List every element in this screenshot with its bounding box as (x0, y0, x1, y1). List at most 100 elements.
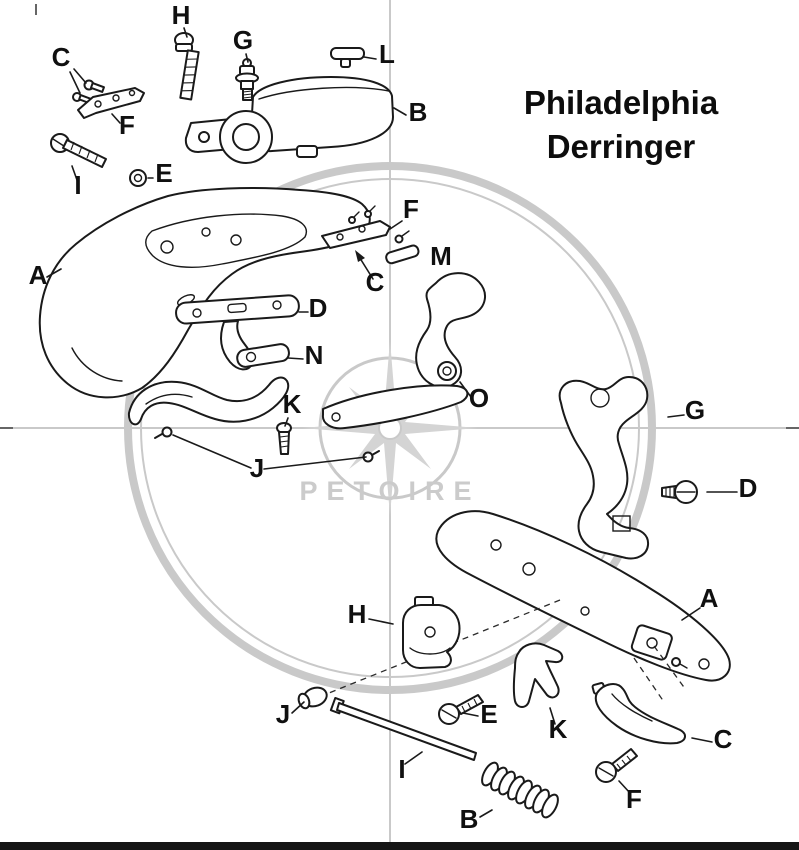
callout-g-hammer: G (685, 395, 705, 425)
washer-hole (133, 173, 143, 183)
thread-hatch (94, 153, 99, 163)
callout-letters: H C G L F B I E A F M C D N K O J G D A … (29, 0, 758, 834)
leader-line (667, 414, 685, 418)
part-escutcheon-plate (77, 87, 145, 119)
sear-outline (512, 642, 564, 708)
thread-hatch (70, 141, 75, 151)
part-sear-bar (236, 343, 290, 368)
callout-o-spring: O (469, 383, 489, 413)
leader-line (368, 618, 394, 625)
bottom-border-bar (0, 842, 799, 850)
inlet-hole (160, 240, 174, 254)
pin-body (385, 244, 420, 265)
plate-hole (112, 94, 120, 102)
part-cap (297, 686, 328, 710)
rod-shaft (336, 702, 477, 761)
part-hammer-screw (661, 480, 698, 504)
leader-line (393, 107, 407, 116)
plate-slot (227, 302, 247, 314)
part-nipple (235, 58, 259, 101)
part-sear-screw (438, 694, 484, 725)
part-washer (129, 169, 147, 187)
plate-hole (490, 539, 502, 551)
part-lock-plate (435, 510, 731, 682)
callout-c-mid: C (366, 267, 385, 297)
tiny-screw-shaft (401, 230, 410, 237)
callout-a-lockplate: A (700, 583, 719, 613)
leader-line (459, 381, 472, 398)
callout-c-top-left: C (52, 42, 71, 72)
thread-hatch (280, 445, 289, 448)
leader-lines (46, 27, 738, 818)
part-escutcheon-mid (321, 205, 410, 249)
part-tang-screw (50, 133, 107, 168)
tiny-screw-shaft (353, 211, 360, 218)
thread-hatch (473, 698, 478, 706)
part-mainspring-leaf (321, 384, 469, 430)
plate-outline (321, 220, 391, 249)
thread-hatch (621, 759, 627, 766)
hammer-square-hole (612, 515, 631, 532)
screw-shaft (62, 139, 107, 168)
screw-shaft (89, 82, 105, 93)
plate-hole (336, 233, 344, 241)
tumbler-axle (424, 626, 436, 638)
plate-hole (272, 300, 282, 310)
leader-line (389, 220, 403, 230)
callout-f-top-left: F (119, 110, 135, 140)
leader-line (284, 417, 289, 427)
tiny-screw (394, 234, 404, 244)
guard-detail-line (145, 393, 193, 405)
leader-line (71, 165, 78, 181)
part-wood-screws (154, 426, 380, 463)
part-barrel-key (330, 47, 365, 68)
callout-f-screw: F (626, 784, 642, 814)
bolster (630, 624, 673, 661)
leader-arrowhead (355, 250, 365, 262)
part-hammer (558, 376, 650, 560)
part-guard-screw (276, 422, 292, 455)
screw-shaft (154, 433, 163, 439)
part-barrel (184, 76, 394, 164)
plate-outline (175, 294, 300, 325)
title-line-2: Derringer (547, 128, 696, 165)
callout-e-washer: E (155, 158, 172, 188)
plate-outline (77, 87, 145, 119)
plate-hole (94, 100, 102, 108)
part-coil-spring (481, 761, 559, 819)
callout-b-spring: B (460, 804, 479, 834)
title-line-1: Philadelphia (524, 84, 719, 121)
thread-hatch (461, 705, 466, 713)
dashed-axis (653, 645, 687, 691)
screw-shaft (278, 431, 290, 455)
callout-k-mid: K (283, 389, 302, 419)
screw-collar (175, 43, 193, 52)
thread-hatch (78, 145, 83, 155)
callout-c-spring: C (714, 724, 733, 754)
watermark-inner-ring (140, 178, 640, 678)
part-sear-spring (591, 682, 686, 745)
callout-g-top: G (233, 25, 253, 55)
thread-hatch (186, 58, 198, 60)
callout-j-cap: J (276, 699, 290, 729)
thread-hatch (616, 763, 622, 770)
thread-hatch (182, 82, 194, 84)
thread-hatch (279, 440, 289, 443)
tiny-screw-shaft (369, 205, 376, 212)
part-trigger-guard (127, 376, 290, 426)
tiny-screw (348, 216, 356, 224)
nipple-base (240, 80, 254, 90)
part-tumbler (402, 596, 461, 669)
key-stem (340, 58, 351, 68)
thread-hatch (183, 74, 196, 76)
lock-inlet-outline (145, 213, 307, 268)
callout-j-mid: J (250, 453, 264, 483)
callout-e-screw: E (480, 699, 497, 729)
leader-line (691, 737, 713, 743)
leaf-outline (321, 384, 469, 430)
leader-line (363, 56, 377, 60)
screw-slot (598, 767, 614, 777)
